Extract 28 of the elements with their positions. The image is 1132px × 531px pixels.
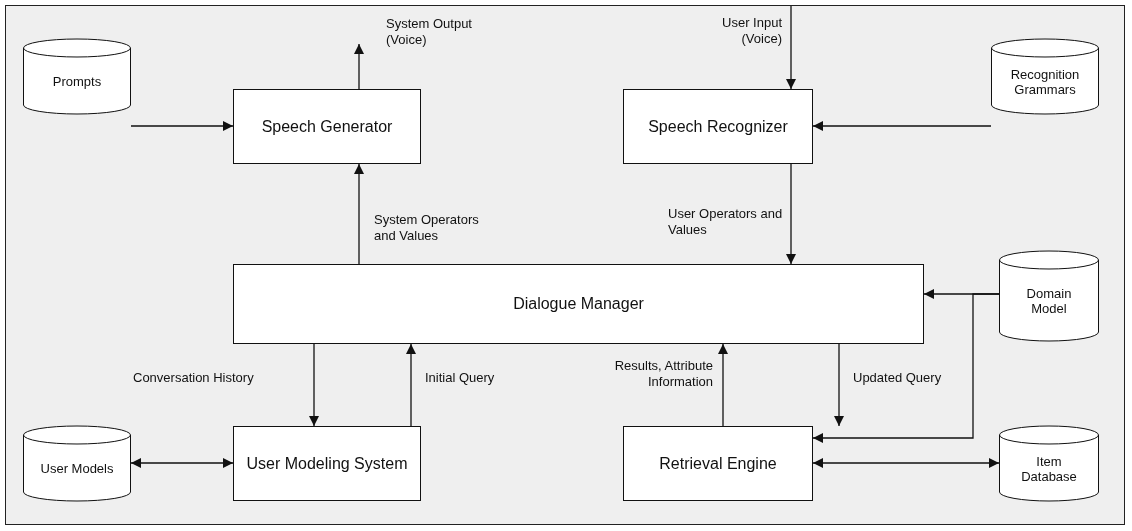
arrow: [812, 293, 1000, 443]
process-box: [623, 426, 813, 501]
process-box: [623, 89, 813, 164]
node-label: Retrieval Engine: [659, 454, 777, 473]
arrow: [812, 458, 1000, 468]
arrow: [354, 163, 364, 265]
process-box: [233, 89, 421, 164]
arrow: [812, 121, 992, 131]
node-label: Item Database: [1020, 452, 1078, 484]
node-label: Prompts: [52, 73, 102, 89]
node-label: Dialogue Manager: [513, 295, 644, 313]
arrow: [130, 458, 234, 468]
node-label: Speech Recognizer: [648, 117, 788, 136]
arrow: [718, 343, 728, 427]
node-label: User Modeling System: [246, 454, 408, 473]
arrow: [834, 343, 844, 427]
node-label: Domain Model: [1025, 285, 1073, 316]
arrow: [786, 163, 796, 265]
node-label: Recognition Grammars: [1009, 65, 1081, 97]
arrow: [406, 343, 416, 427]
node-label: Speech Generator: [261, 117, 393, 136]
arrow: [354, 43, 364, 90]
process-box: [233, 264, 924, 344]
process-box: [233, 426, 421, 501]
node-label: User Models: [40, 460, 114, 476]
arrow: [786, 6, 796, 90]
arrow: [130, 121, 234, 131]
arrow: [309, 343, 319, 427]
